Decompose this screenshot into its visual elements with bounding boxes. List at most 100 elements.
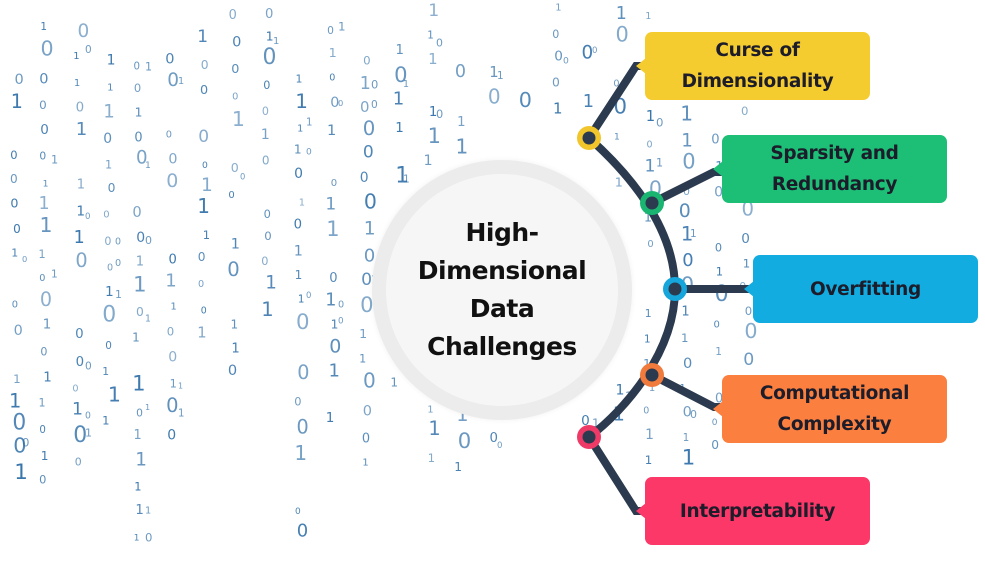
binary-digit: 1 — [555, 3, 561, 14]
branch-box-computational-complexity: Computational Complexity — [713, 375, 947, 443]
binary-digit: 1 — [497, 70, 504, 82]
binary-digit: 1 — [85, 427, 92, 440]
binary-digit: 0 — [168, 152, 177, 168]
binary-digit: 0 — [134, 130, 142, 145]
node-sparsity-and-redundancy — [640, 191, 664, 215]
binary-digit: 1 — [296, 73, 303, 86]
binary-digit: 0 — [22, 435, 29, 449]
binary-digit: 1 — [393, 89, 405, 110]
binary-digit: 1 — [644, 211, 652, 226]
binary-digit: 1 — [645, 307, 652, 320]
binary-digit: 0 — [107, 263, 113, 274]
binary-digit: 0 — [145, 530, 152, 544]
binary-digit: 0 — [145, 234, 152, 247]
binary-digit: 0 — [263, 79, 270, 92]
binary-digit: 1 — [681, 331, 689, 345]
binary-digit: 0 — [361, 270, 372, 290]
binary-digit: 1 — [403, 173, 410, 185]
branch-label: Curse of Dimensionality — [681, 40, 834, 92]
binary-digit: 1 — [428, 124, 441, 148]
binary-digit: 0 — [85, 44, 92, 56]
binary-digit: 0 — [554, 49, 563, 65]
binary-digit: 1 — [294, 143, 302, 157]
binary-digit: 1 — [396, 43, 404, 58]
binary-digit: 0 — [228, 190, 234, 201]
binary-digit: 1 — [457, 114, 466, 130]
binary-digit: 1 — [261, 127, 270, 143]
binary-digit: 0 — [12, 300, 18, 311]
binary-digit: 1 — [428, 452, 435, 465]
binary-digit: 0 — [741, 231, 750, 247]
binary-digit: 0 — [39, 472, 46, 486]
binary-digit: 1 — [76, 203, 85, 219]
binary-digit: 0 — [75, 249, 87, 272]
binary-digit: 0 — [683, 405, 692, 421]
connector-arc — [585, 134, 680, 441]
binary-digit: 1 — [428, 50, 437, 68]
binary-digit: 0 — [394, 62, 407, 87]
binary-digit: 1 — [682, 444, 695, 469]
branch-label: Sparsity and Redundancy — [770, 143, 899, 195]
binary-digit: 1 — [360, 74, 371, 94]
binary-digit: 1 — [134, 480, 141, 494]
binary-digit: 1 — [646, 108, 655, 125]
binary-digit: 0 — [232, 92, 238, 103]
binary-digit: 1 — [105, 158, 112, 171]
binary-digit: 0 — [714, 320, 720, 331]
binary-digit: 0 — [364, 190, 377, 214]
binary-digit: 0 — [232, 35, 241, 51]
binary-digit: 0 — [711, 438, 719, 452]
binary-digit: 0 — [39, 98, 47, 112]
binary-digit: 0 — [552, 75, 560, 89]
binary-digit: 1 — [231, 237, 240, 253]
binary-digit: 1 — [681, 131, 693, 152]
binary-digit: 0 — [166, 394, 178, 417]
binary-digit: 0 — [39, 149, 46, 162]
node-curse-of-dimensionality — [577, 126, 601, 150]
box-pointer — [744, 281, 754, 297]
binary-digit: 1 — [40, 21, 47, 33]
binary-digit: 1 — [145, 314, 151, 325]
binary-digit: 0 — [295, 507, 301, 517]
binary-digit: 0 — [75, 327, 84, 342]
binary-digit: 1 — [145, 61, 152, 74]
binary-digit: 1 — [105, 284, 114, 300]
binary-digit: 1 — [583, 92, 594, 112]
binary-digit: 0 — [371, 78, 378, 92]
binary-digit: 0 — [231, 160, 239, 175]
binary-digit: 0 — [85, 212, 90, 222]
binary-digit: 0 — [297, 521, 308, 542]
binary-digit: 1 — [716, 265, 723, 279]
binary-digit: 1 — [51, 154, 58, 167]
node-overfitting — [663, 277, 687, 301]
binary-digit: 1 — [74, 228, 85, 248]
binary-digit: 0 — [683, 355, 692, 372]
binary-digit: 0 — [202, 160, 208, 171]
binary-digit: 1 — [178, 381, 183, 390]
binary-digit: 1 — [135, 449, 147, 470]
binary-digit: 0 — [436, 107, 443, 121]
binary-digit: 0 — [105, 340, 112, 352]
binary-digit: 1 — [102, 414, 109, 428]
binary-digit: 0 — [582, 42, 594, 63]
box-pointer — [713, 161, 723, 177]
binary-digit: 1 — [72, 400, 83, 420]
binary-digit: 0 — [613, 78, 619, 89]
binary-digit: 0 — [14, 323, 23, 339]
binary-digit: 1 — [297, 124, 303, 135]
binary-digit: 1 — [456, 135, 469, 159]
binary-digit: 1 — [331, 317, 339, 331]
binary-digit: 0 — [712, 418, 718, 428]
binary-digit: 0 — [690, 408, 697, 421]
binary-digit: 0 — [231, 62, 239, 77]
binary-digit: 0 — [455, 62, 466, 82]
binary-digit: 1 — [41, 449, 49, 463]
binary-digit: 0 — [338, 317, 344, 327]
binary-digit: 0 — [167, 70, 179, 91]
binary-digit: 0 — [136, 305, 144, 319]
binary-digit: 0 — [228, 362, 237, 379]
binary-digit: 0 — [338, 300, 344, 311]
binary-digit: 0 — [262, 105, 269, 118]
binary-digit: 1 — [43, 179, 49, 190]
